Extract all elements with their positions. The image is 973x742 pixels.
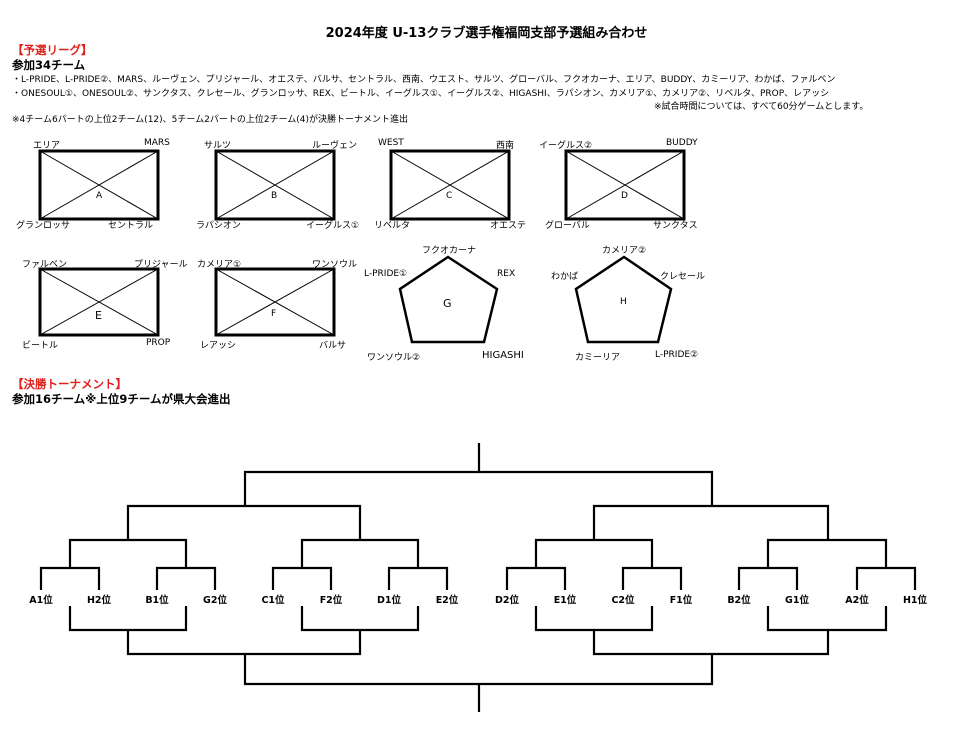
- prelim-heading: 【予選リーグ】: [12, 43, 93, 57]
- group-box-e: [38, 267, 160, 337]
- group-a-letter: A: [96, 191, 103, 201]
- slot-d2: D2位: [495, 595, 519, 606]
- group-c-team-tr: 西南: [496, 141, 515, 151]
- group-e-team-bl: ビートル: [22, 341, 59, 351]
- group-e-letter: E: [95, 309, 102, 322]
- group-e-team-tl: ファルベン: [22, 260, 68, 270]
- group-d-team-bl: グローバル: [545, 221, 590, 231]
- slot-a2: A2位: [845, 595, 869, 606]
- group-d-team-tr: BUDDY: [666, 138, 698, 148]
- group-c-team-tl: WEST: [378, 138, 404, 148]
- slot-f1: F1位: [669, 595, 693, 606]
- group-b-team-tl: サルツ: [204, 141, 232, 151]
- group-f-team-tl: カメリア①: [197, 260, 242, 270]
- slot-b1: B1位: [145, 595, 169, 606]
- prelim-teams-line2: ・ONESOUL①、ONESOUL②、サンクタス、クレセール、グランロッサ、RE…: [12, 89, 830, 99]
- group-b-team-bl: ラパシオン: [196, 221, 241, 231]
- group-h-letter: H: [620, 297, 627, 307]
- slot-c2: C2位: [611, 595, 635, 606]
- group-box-a: [38, 149, 160, 221]
- slot-a1: A1位: [29, 595, 53, 606]
- slot-e1: E1位: [553, 595, 577, 606]
- prelim-team-count: 参加34チーム: [12, 58, 86, 72]
- group-f-team-tr: ワンソウル: [312, 260, 358, 270]
- group-b-team-tr: ルーヴェン: [312, 141, 358, 151]
- group-d-letter: D: [621, 191, 628, 201]
- group-h-team-right: クレセール: [660, 272, 706, 282]
- group-g-team-right: REX: [497, 269, 516, 279]
- group-a-team-tl: エリア: [33, 141, 61, 151]
- group-g-team-bottom-left: ワンソウル②: [367, 353, 421, 363]
- group-g-team-bottom-right: HIGASHI: [482, 350, 524, 361]
- game-time-note: ※試合時間については、すべて60分ゲームとします。: [654, 102, 869, 112]
- group-f-letter: F: [271, 309, 277, 319]
- group-e-team-br: PROP: [146, 338, 171, 348]
- group-b-letter: B: [271, 191, 278, 201]
- group-g-team-top: フクオカーナ: [422, 246, 477, 256]
- slot-e2: E2位: [435, 595, 459, 606]
- advance-note: ※4チーム6パートの上位2チーム(12)、5チーム2パートの上位2チーム(4)が…: [12, 115, 409, 125]
- group-f-team-br: バルサ: [319, 341, 347, 351]
- group-h-team-bottom-right: L-PRIDE②: [655, 350, 699, 360]
- group-g-team-left: L-PRIDE①: [364, 269, 408, 279]
- slot-h1: H1位: [902, 595, 928, 606]
- slot-c1: C1位: [261, 595, 285, 606]
- group-box-c: [389, 149, 511, 221]
- group-c-letter: C: [446, 191, 453, 201]
- group-h-team-left: わかば: [551, 272, 579, 282]
- group-box-f: [214, 267, 336, 337]
- group-g-letter: G: [443, 297, 452, 310]
- group-c-team-bl: リベルタ: [374, 221, 411, 231]
- slot-f2: F2位: [319, 595, 343, 606]
- slot-h2: H2位: [86, 595, 112, 606]
- page-title: 2024年度 U-13クラブ選手権福岡支部予選組み合わせ: [325, 26, 648, 41]
- group-d-team-tl: イーグルス②: [539, 141, 593, 151]
- group-a-team-bl: グランロッサ: [16, 221, 71, 231]
- group-box-b: [214, 149, 336, 221]
- group-b-team-br: イーグルス①: [306, 221, 360, 231]
- slot-g1: G1位: [785, 595, 809, 606]
- group-pentagon-g: [398, 255, 499, 344]
- prelim-teams-line1: ・L-PRIDE、L-PRIDE②、MARS、ルーヴェン、プリジャール、オエステ…: [12, 75, 836, 85]
- slot-d1: D1位: [377, 595, 401, 606]
- group-box-d: [564, 149, 686, 221]
- group-f-team-bl: レアッシ: [200, 341, 237, 351]
- group-a-team-br: セントラル: [108, 221, 154, 231]
- group-pentagon-h: [574, 255, 673, 344]
- group-e-team-tr: プリジャール: [134, 260, 188, 270]
- final-heading: 【決勝トーナメント】: [12, 377, 127, 391]
- group-h-team-bottom-left: カミーリア: [575, 353, 621, 363]
- group-a-team-tr: MARS: [144, 138, 170, 148]
- group-h-team-top: カメリア②: [602, 246, 647, 256]
- slot-b2: B2位: [727, 595, 751, 606]
- final-note: 参加16チーム※上位9チームが県大会進出: [12, 392, 231, 406]
- group-c-team-br: オエステ: [490, 221, 527, 231]
- group-d-team-br: サンクタス: [653, 221, 698, 231]
- slot-g2: G2位: [203, 595, 227, 606]
